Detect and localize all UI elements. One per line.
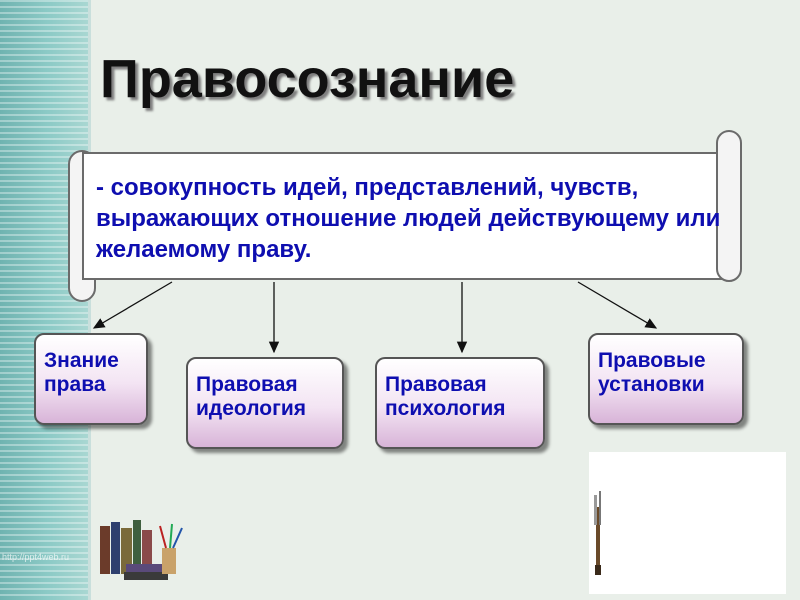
slide-title: Правосознание [100,49,515,109]
box-label: Знание права [44,349,119,396]
arrow-to-attitudes [577,281,658,329]
box-legal-ideology: Правовая идеология [186,357,344,449]
definition-text: - совокупность идей, представлений, чувс… [96,174,721,263]
pencils-illustration [594,491,601,575]
watermark: http://ppt4web.ru [2,552,70,562]
definition-scroll [62,128,752,304]
box-label: Правовые установки [598,349,706,396]
scroll-roll-right [716,130,742,282]
side-band-edge [88,0,91,600]
scroll-body [82,152,732,280]
box-label: Правовая идеология [196,373,307,420]
box-legal-knowledge: Знание права [34,333,148,425]
arrow-to-knowledge [92,281,173,329]
decorative-side-band [0,0,88,600]
box-legal-psychology: Правовая психология [375,357,545,449]
box-label: Правовая психология [385,373,506,420]
books-illustration [100,520,183,580]
box-legal-attitudes: Правовые установки [588,333,744,425]
photo-area [589,452,786,594]
